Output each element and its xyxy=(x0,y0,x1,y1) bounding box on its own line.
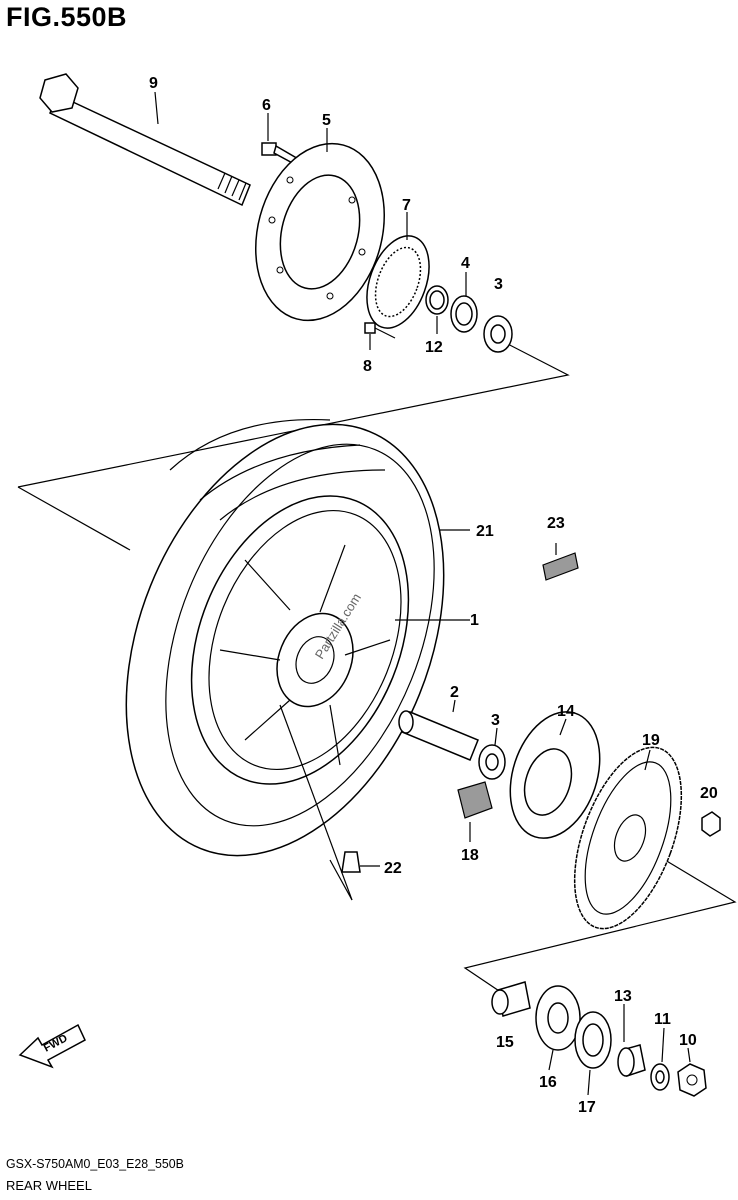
bearing-3-top[interactable] xyxy=(483,315,513,353)
callout-23: 23 xyxy=(547,515,565,532)
balancer-weight[interactable] xyxy=(542,552,579,581)
callout-4: 4 xyxy=(461,255,470,272)
callout-15: 15 xyxy=(496,1034,514,1051)
rotor-screw[interactable] xyxy=(364,322,396,339)
sprocket-drum[interactable] xyxy=(495,700,615,850)
callout-16: 16 xyxy=(539,1074,557,1091)
sensor-rotor[interactable] xyxy=(355,227,440,336)
model-code: GSX-S750AM0_E03_E28_550B xyxy=(6,1156,184,1171)
callout-2: 2 xyxy=(450,684,459,701)
spacer-12[interactable] xyxy=(425,285,449,315)
callout-6: 6 xyxy=(262,97,271,114)
wheel-spacer[interactable] xyxy=(398,710,479,761)
callout-11: 11 xyxy=(654,1011,671,1028)
callout-8: 8 xyxy=(363,358,372,375)
upper-guide-lines xyxy=(17,339,570,551)
figure-name: REAR WHEEL xyxy=(6,1178,92,1193)
figure-title: FIG.550B xyxy=(6,2,128,32)
callout-20: 20 xyxy=(700,785,718,802)
spacer-15[interactable] xyxy=(491,981,531,1017)
callout-9: 9 xyxy=(149,75,158,92)
rear-sprocket[interactable] xyxy=(553,733,703,942)
callout-10: 10 xyxy=(679,1032,697,1049)
callout-14: 14 xyxy=(557,703,575,720)
axle-nut[interactable] xyxy=(677,1063,707,1097)
callout-22: 22 xyxy=(384,860,402,877)
callout-labels: 1 2 3 3 4 5 6 7 8 9 10 11 12 13 14 15 16… xyxy=(149,75,718,1116)
callout-18: 18 xyxy=(461,847,479,864)
oil-seal-17[interactable] xyxy=(574,1011,612,1069)
rear-wheel-rim[interactable] xyxy=(151,463,449,816)
fwd-arrow: FWD xyxy=(18,1023,86,1069)
oil-seal-4[interactable] xyxy=(450,295,478,333)
callout-3-top: 3 xyxy=(494,276,503,293)
callout-21: 21 xyxy=(476,523,494,540)
callout-3-mid: 3 xyxy=(491,712,500,729)
leader-lines xyxy=(154,91,691,1096)
sprocket-nut[interactable] xyxy=(701,811,721,837)
valve[interactable] xyxy=(341,851,380,873)
brake-disc[interactable] xyxy=(237,129,403,335)
spacer-13[interactable] xyxy=(617,1044,646,1077)
callout-17: 17 xyxy=(578,1099,596,1116)
callout-1: 1 xyxy=(470,612,479,629)
cushion[interactable] xyxy=(457,781,493,819)
lower-guide-lines xyxy=(279,704,737,1006)
callout-19: 19 xyxy=(642,732,660,749)
callout-7: 7 xyxy=(402,197,411,214)
callout-13: 13 xyxy=(614,988,632,1005)
bearing-16[interactable] xyxy=(535,985,581,1051)
callout-12: 12 xyxy=(425,339,443,356)
bearing-3-mid[interactable] xyxy=(478,744,506,780)
callout-5: 5 xyxy=(322,112,331,129)
washer[interactable] xyxy=(650,1063,670,1091)
rear-axle[interactable] xyxy=(39,73,251,207)
